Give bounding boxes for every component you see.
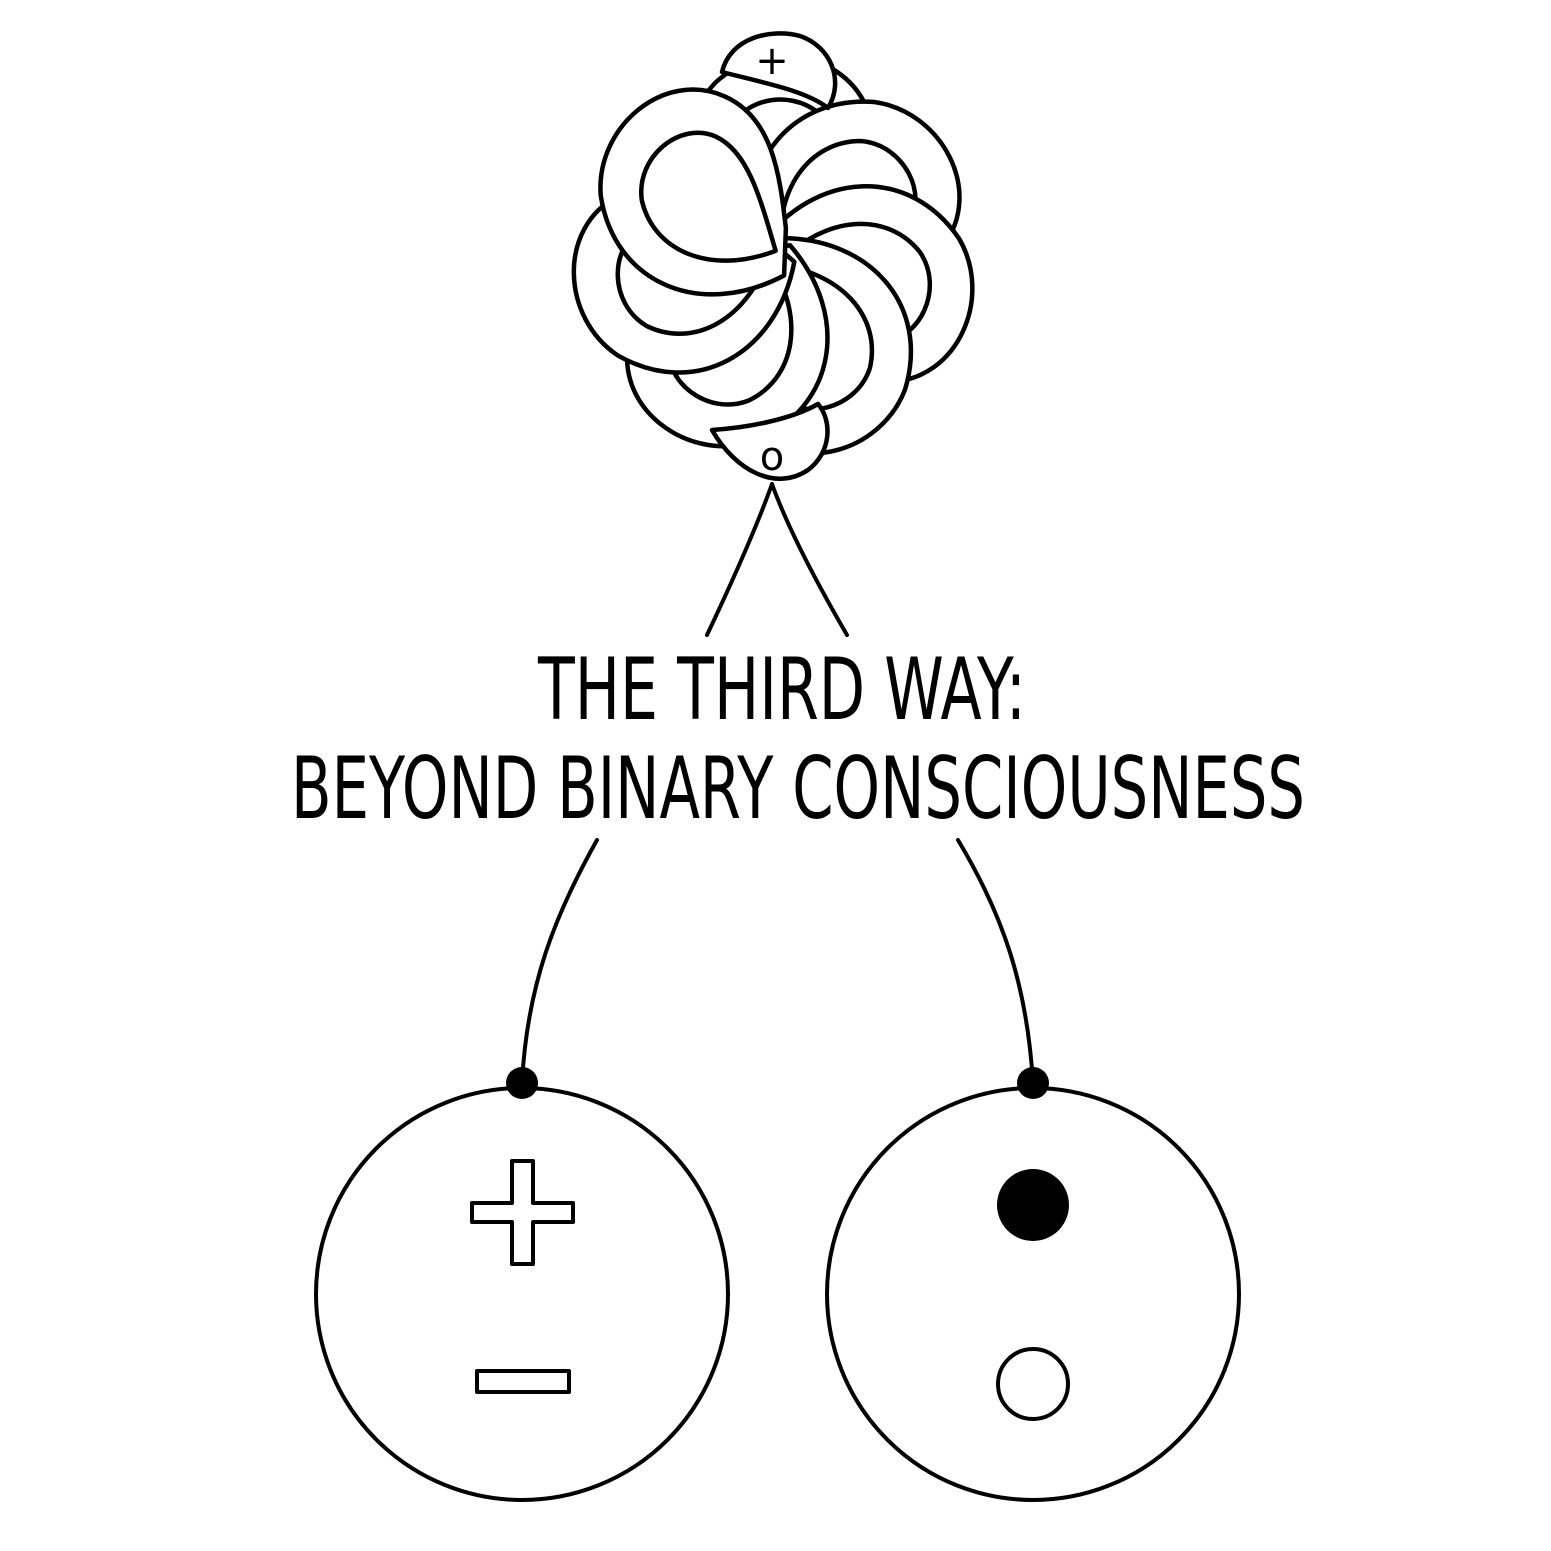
plus-symbol-icon <box>470 1159 575 1266</box>
dots-circle <box>825 1086 1241 1502</box>
connector-left-curve <box>520 838 599 1085</box>
filled-dot-icon <box>997 1169 1069 1241</box>
dots-node <box>825 1067 1241 1502</box>
knot-bottom-zero-label: o <box>760 434 784 480</box>
title-line-1: THE THIRD WAY: <box>537 640 1026 740</box>
knot-top-lobe <box>719 31 838 111</box>
knot-petal-inner <box>639 130 778 263</box>
polarity-connector-dot <box>506 1067 538 1099</box>
minus-symbol-icon <box>475 1369 571 1394</box>
polarity-circle <box>314 1086 730 1502</box>
knot-fork-left-line <box>705 482 774 637</box>
hollow-dot-icon <box>996 1347 1070 1421</box>
title-line-2: BEYOND BINARY CONSCIOUSNESS <box>291 739 1305 839</box>
connector-right-curve <box>956 838 1035 1085</box>
polarity-node <box>314 1067 730 1502</box>
interlaced-knot-icon <box>571 31 975 481</box>
knot-bottom-lobe <box>709 401 830 481</box>
knot-petal-7 <box>598 87 789 297</box>
knot-top-plus-label: + <box>755 38 789 84</box>
knot-fork-right-line <box>770 482 849 637</box>
dots-connector-dot <box>1017 1067 1049 1099</box>
